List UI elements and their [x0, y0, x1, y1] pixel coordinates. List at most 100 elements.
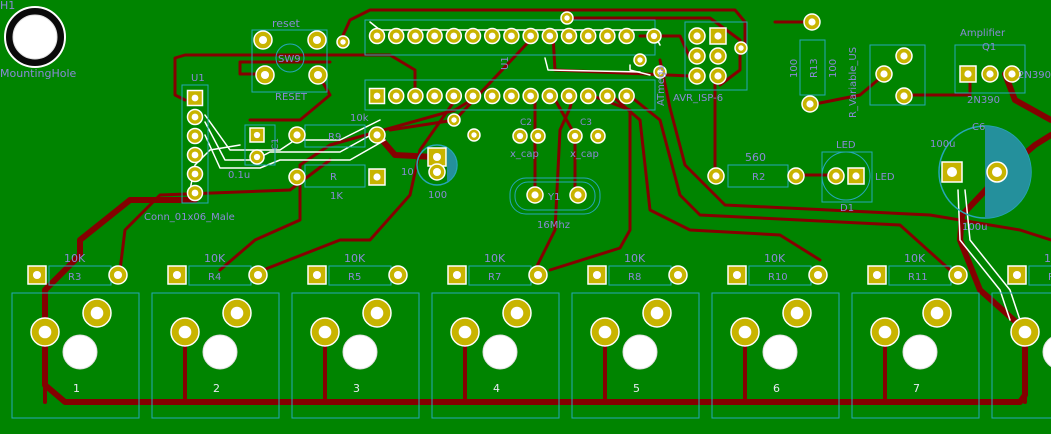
resistor-value: 10K	[344, 252, 366, 265]
y1-pad	[569, 186, 587, 204]
via	[734, 41, 748, 55]
mcu-top-pad	[407, 27, 424, 45]
via	[560, 11, 574, 25]
conn-pad	[186, 108, 204, 126]
switch-ref: SW5	[627, 432, 652, 434]
resistor-pad-right	[108, 265, 128, 285]
switch-pad-2	[502, 298, 532, 328]
via	[336, 35, 350, 49]
xcap2-label: x_cap	[570, 149, 599, 160]
switch-4: 4SW4	[431, 292, 560, 434]
conn-pad	[186, 165, 204, 183]
resistor-r12: 10KR12	[1028, 252, 1051, 286]
resistor-pad-left	[307, 265, 327, 285]
isp-pad	[688, 27, 706, 45]
component-outlines	[181, 19, 1026, 215]
resistor-pad-left	[587, 265, 607, 285]
via	[653, 65, 667, 79]
mcu-bottom-pad	[618, 87, 635, 105]
r9-pad	[368, 126, 386, 144]
switch-ref: SW1	[67, 432, 92, 434]
resistor-value: 10K	[904, 252, 926, 265]
switch-pad-1	[170, 317, 200, 347]
resistor-pad-right	[248, 265, 268, 285]
reset-label: reset	[272, 17, 301, 30]
switch-pad-1	[870, 317, 900, 347]
resistor-pad-left	[1007, 265, 1027, 285]
resistor-ref: R12	[1048, 272, 1051, 283]
r9-value: 10k	[350, 113, 369, 124]
capacitor-c6: C6 100u 100u	[930, 122, 1032, 233]
mcu-bottom-pad	[407, 87, 424, 105]
c2-ref: C2	[520, 118, 532, 128]
pot-pad	[895, 47, 913, 65]
switch-3: 3SW3	[291, 292, 420, 434]
r1k-ref: R	[330, 172, 337, 183]
c1-pad	[249, 149, 265, 165]
switch-pad-2	[82, 298, 112, 328]
resistor-pad-left	[167, 265, 187, 285]
conn-label: Conn_01x06_Male	[144, 212, 235, 223]
reset-pad	[308, 65, 328, 85]
avr-isp-label: AVR_ISP-6	[673, 93, 723, 104]
mcu-bottom-pad	[387, 87, 405, 105]
switch-pad-1	[450, 317, 480, 347]
r9-ref: R9	[328, 132, 341, 143]
mcu-bottom-pad	[483, 87, 501, 105]
c6-ref: C6	[972, 122, 985, 133]
led-label-2: LED	[875, 172, 895, 183]
switch-pad-1	[30, 317, 60, 347]
generated-components: 1SW12SW23SW34SW45SW56SW67SW78SW810KR310K…	[11, 11, 1051, 434]
resistor-ref: R11	[908, 272, 928, 283]
cap-100-label: 100	[428, 190, 447, 201]
via	[467, 128, 481, 142]
switch-pad-1	[1010, 317, 1040, 347]
via	[633, 53, 647, 67]
switch-pad-2	[782, 298, 812, 328]
r1k-pad	[288, 168, 306, 186]
conn-pad	[186, 89, 204, 107]
c6-value: 100u	[930, 139, 955, 150]
isp-pad	[709, 47, 727, 65]
conn-ref: U1	[191, 73, 205, 84]
mcu-bottom-pad	[522, 87, 539, 105]
d1-ref: D1	[840, 203, 854, 214]
switch-pad-1	[590, 317, 620, 347]
mcu-bottom-pad	[599, 87, 616, 105]
c3-pad	[567, 128, 583, 144]
isp-pad	[688, 47, 706, 65]
conn-pad	[186, 146, 204, 164]
r1k-value: 1K	[330, 191, 343, 202]
mcu-top-pad	[445, 27, 463, 45]
mcu-bottom-pad	[560, 87, 578, 105]
switch-ref: SW6	[767, 432, 792, 434]
switch-1: 1SW1	[11, 292, 140, 434]
c3-ref: C3	[580, 118, 592, 128]
conn-pad	[186, 184, 204, 202]
switch-pad-1	[310, 317, 340, 347]
switch-pad-1	[730, 317, 760, 347]
resistor-pad-right	[668, 265, 688, 285]
q1-ref: Q1	[982, 42, 996, 53]
switch-2: 2SW2	[151, 292, 280, 434]
resistor-ref: R7	[488, 272, 501, 283]
resistor-pad-right	[528, 265, 548, 285]
cap-10-label: 10	[401, 167, 414, 178]
mounting-hole: H1 MountingHole	[0, 0, 77, 80]
mcu-top-pad	[541, 27, 559, 45]
isp-pad	[709, 27, 727, 45]
r-variable-label: R_Variable_US	[848, 47, 859, 118]
reset-pad	[253, 30, 273, 50]
r13-pad	[803, 13, 821, 31]
reset-pad	[255, 65, 275, 85]
silk-labels: reset SW9 RESET U1 Conn_01x06_Male 0.1u …	[144, 17, 1051, 231]
switch-ref: SW7	[907, 432, 932, 434]
resistor-pad-left	[447, 265, 467, 285]
via	[447, 113, 461, 127]
resistor-value: 10K	[64, 252, 86, 265]
resistor-ref: R10	[768, 272, 788, 283]
atmega-label: ATmega	[656, 65, 667, 106]
r13-value-2: 100	[828, 59, 839, 78]
r2-pad	[787, 167, 805, 185]
led-pad	[827, 167, 845, 185]
